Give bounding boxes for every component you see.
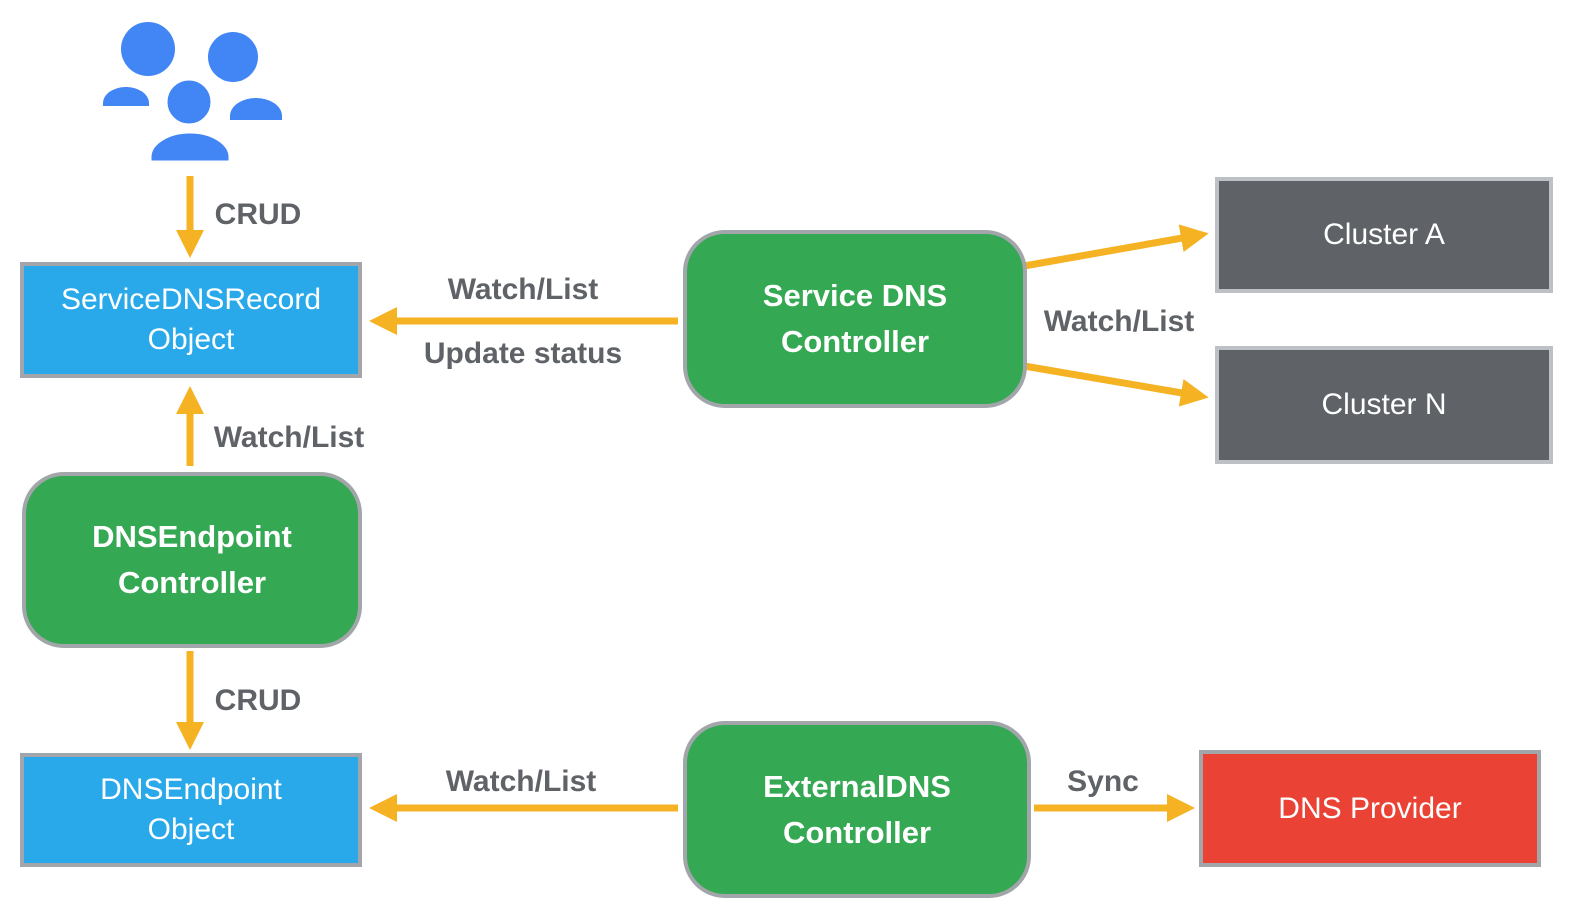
box-label-line: DNSEndpoint <box>92 519 292 554</box>
box-label-line: Service DNS <box>762 278 948 313</box>
label-watchlist-bottom: Watch/List <box>445 765 597 798</box>
arrow-to-cluster-n <box>1023 362 1209 407</box>
box-label-line: Controller <box>782 814 932 850</box>
label-watchlist-clusters: Watch/List <box>1043 305 1195 338</box>
arrow-to-cluster-a <box>1023 224 1209 270</box>
box-label-line: ServiceDNSRecord <box>60 283 322 316</box>
dns-provider-box: DNS Provider <box>1199 750 1541 867</box>
label-sync: Sync <box>1067 765 1139 798</box>
box-label-line: Controller <box>780 324 930 359</box>
label-watchlist-mid: Watch/List <box>213 421 365 454</box>
box-label-line: Cluster N <box>1321 388 1447 421</box>
box-label-line: ExternalDNS <box>763 768 951 804</box>
box-label-line: Controller <box>117 565 267 600</box>
label-watchlist-top: Watch/List <box>447 273 599 306</box>
box-label-line: Object <box>147 813 235 846</box>
users-icon <box>103 22 282 170</box>
dnsendpoint-object-box: DNSEndpoint Object <box>20 753 362 867</box>
dnsendpoint-controller-box: DNSEndpoint Controller <box>22 472 362 648</box>
box-label-line: Object <box>147 323 235 356</box>
label-update-status: Update status <box>423 337 623 370</box>
label-crud-bottom: CRUD <box>214 684 302 717</box>
box-label-line: DNSEndpoint <box>100 773 282 806</box>
cluster-a-box: Cluster A <box>1215 177 1553 293</box>
box-label-line: DNS Provider <box>1278 791 1462 825</box>
servicednsrecord-object-box: ServiceDNSRecord Object <box>20 262 362 378</box>
label-crud-top: CRUD <box>214 198 302 231</box>
service-dns-controller-box: Service DNS Controller <box>683 230 1027 408</box>
box-label-line: Cluster A <box>1323 218 1445 251</box>
cluster-n-box: Cluster N <box>1215 346 1553 464</box>
externaldns-controller-box: ExternalDNS Controller <box>683 721 1031 898</box>
